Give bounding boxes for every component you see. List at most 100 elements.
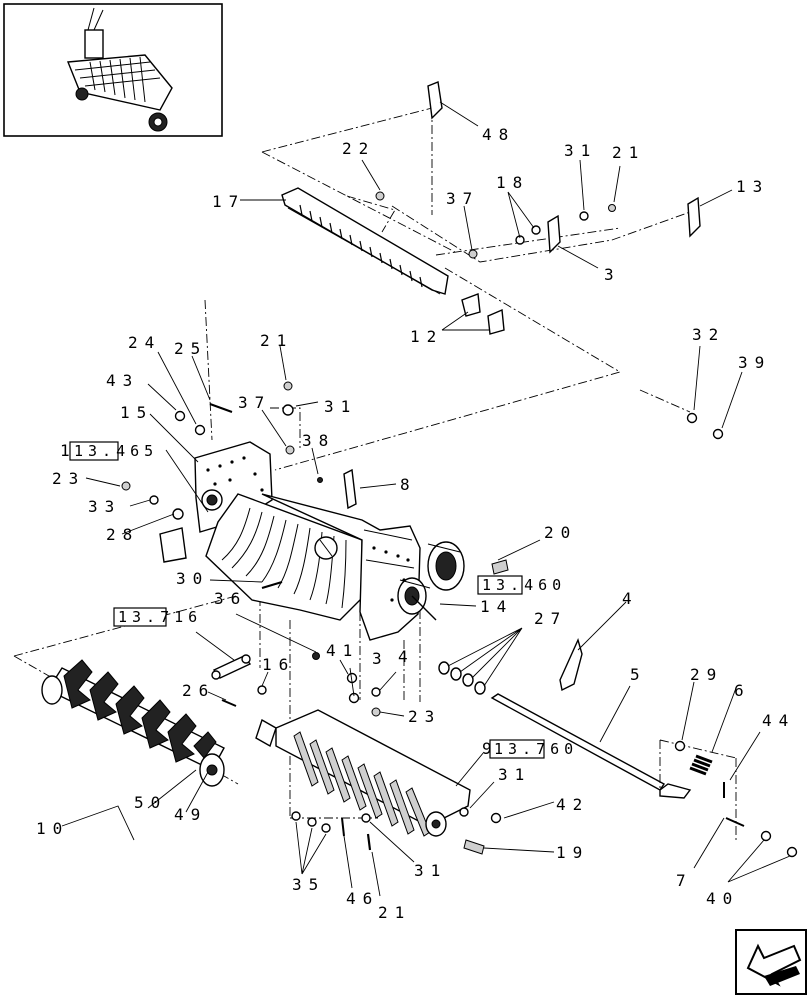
part-41-nut[interactable] [312,652,320,660]
section-references: 13.465 13.460 13.716 13.760 [69,441,578,759]
callout-18: 18 [496,173,529,192]
part-4-washer[interactable] [371,687,381,697]
part-8-guide[interactable] [343,468,357,510]
part-31-washer-b[interactable] [282,404,294,416]
reference-13-716[interactable]: 13.716 [113,607,202,627]
part-21-screw[interactable] [608,204,616,212]
callout-16: 16 [262,655,295,674]
reference-13-465[interactable]: 13.465 [69,441,158,461]
part-12-plate-a[interactable] [461,293,481,317]
part-28-washer[interactable] [172,508,184,520]
part-6-spring[interactable] [689,754,713,776]
part-21-screw-c[interactable] [366,833,372,851]
part-26-pin[interactable] [221,699,237,707]
callout-4: 4 [622,589,639,608]
callout-9: 9 [482,739,499,758]
frame-right-section[interactable] [261,493,421,641]
callout-32: 32 [692,325,725,344]
callout-5: 5 [630,665,647,684]
part-23-bolt-b[interactable] [371,707,381,717]
callout-1: 1 [60,441,77,460]
part-28-bracket[interactable] [159,527,187,563]
part-16-bushing[interactable] [257,685,267,695]
part-12-plate-b[interactable] [487,308,505,335]
callout-3: 3 [604,265,621,284]
callout-35: 35 [292,875,325,894]
part-4-lever[interactable] [559,637,583,692]
callout-38: 38 [302,431,335,450]
part-38-pin[interactable] [317,477,323,483]
part-40-nut-a[interactable] [760,830,772,842]
callout-50: 50 [134,793,167,812]
part-17-comb-bar[interactable] [281,187,449,295]
part-31-washer[interactable] [579,211,589,221]
part-20-bolt[interactable] [491,559,509,575]
part-40-nut-b[interactable] [786,846,798,858]
part-25-pin[interactable] [209,403,233,413]
part-29-washer[interactable] [674,740,686,752]
part-39-nut[interactable] [712,428,724,440]
part-37-bolt[interactable] [468,249,478,259]
callout-29: 29 [690,665,723,684]
part-27-washers[interactable] [438,661,486,695]
part-42-nut[interactable] [490,812,502,824]
part-33-washer[interactable] [149,495,159,505]
part-19-bolt[interactable] [463,839,485,855]
part-48-cover[interactable] [427,81,443,120]
callout-42: 42 [556,795,589,814]
callout-24: 24 [128,333,161,352]
part-36-cylinder[interactable] [211,654,252,680]
callout-3: 3 [372,649,389,668]
svg-text:13.460: 13.460 [482,576,566,594]
callout-13: 13 [736,177,769,196]
callout-22: 22 [342,139,375,158]
callout-21: 21 [260,331,293,350]
callout-25: 25 [174,339,207,358]
callout-37: 37 [446,189,479,208]
machine-thumbnail-icon[interactable] [3,3,223,137]
callout-31: 31 [414,861,447,880]
part-37-bolt-b[interactable] [285,445,295,455]
svg-text:13.465: 13.465 [74,442,158,460]
callout-19: 19 [556,843,589,862]
callout-33: 33 [88,497,121,516]
part-23-bolt[interactable] [121,481,131,491]
part-43-nut[interactable] [174,410,186,422]
callout-49: 49 [174,805,207,824]
part-5-shaft[interactable] [490,693,692,799]
part-22-bolt[interactable] [375,191,385,201]
part-14-pulley-drive[interactable] [397,541,465,621]
part-3-cover[interactable] [547,214,561,254]
part-24-washer[interactable] [194,424,206,436]
reference-13-760[interactable]: 13.760 [489,739,578,759]
part-7-pin[interactable] [725,817,745,827]
back-arrow-icon[interactable] [735,929,807,995]
svg-text:13.760: 13.760 [494,740,578,758]
part-21-screw-b[interactable] [283,381,293,391]
middle-assembly [13,299,509,819]
part-31-washer-d[interactable] [361,813,371,823]
part-31-washer-c[interactable] [459,807,469,817]
callout-23: 23 [408,707,441,726]
callout-46: 46 [346,889,379,908]
callout-37: 37 [238,393,271,412]
part-18-washer-a[interactable] [515,235,525,245]
part-35-washers[interactable] [291,811,331,833]
part-32-nut[interactable] [686,412,698,424]
callout-7: 7 [676,871,693,890]
callout-8: 8 [400,475,417,494]
part-46-pin[interactable] [341,817,345,837]
part-13-cover[interactable] [687,196,701,238]
callout-6: 6 [734,681,751,700]
part-30-pin[interactable] [261,580,283,590]
callout-31: 31 [498,765,531,784]
upper-assembly [261,81,724,471]
callout-12: 12 [410,327,443,346]
callout-44: 44 [762,711,795,730]
callout-26: 26 [182,681,215,700]
callout-10: 10 [36,819,69,838]
callout-21: 21 [378,903,411,922]
part-9-tine-bar[interactable] [255,709,471,837]
reference-13-460[interactable]: 13.460 [477,575,566,595]
part-10-rotor[interactable] [41,659,225,787]
